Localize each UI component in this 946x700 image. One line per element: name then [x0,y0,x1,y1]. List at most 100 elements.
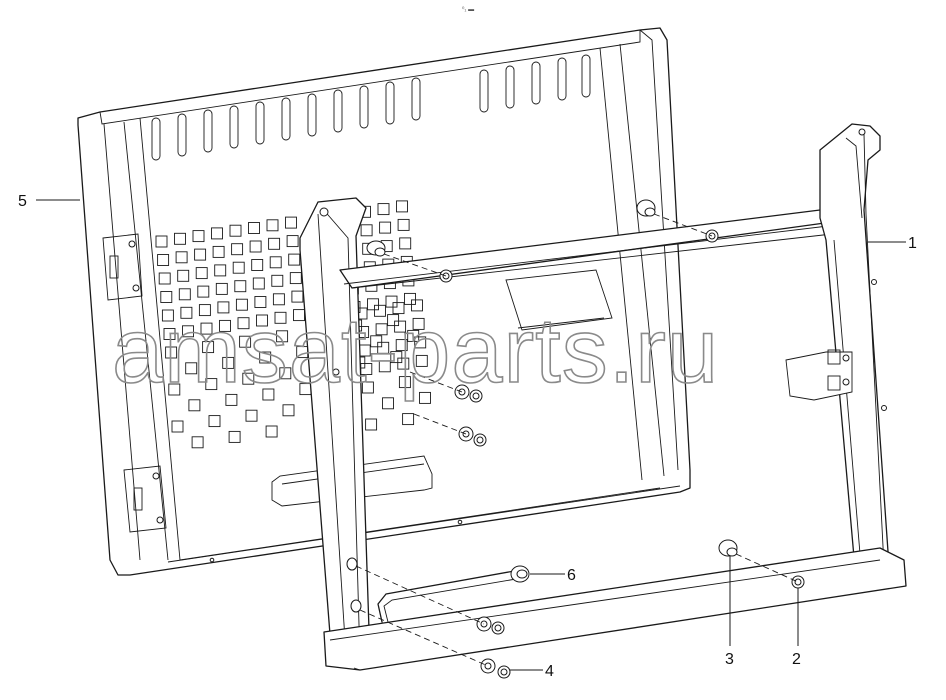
vent-square [415,354,428,367]
leader-lines [36,199,906,671]
vent-square [248,222,260,234]
vent-square [395,339,408,352]
vent-square [217,301,230,314]
vent-square [205,378,218,391]
vent-square [192,230,205,243]
vent-square [208,415,221,428]
vent-square [361,381,374,394]
vent-square [399,237,412,250]
rear-cover-panel [77,27,691,576]
vent-square [185,362,198,375]
vent-square [178,288,191,301]
vent-square [385,295,398,308]
vent-square [165,346,178,359]
vent-square [212,245,225,258]
vent-square [268,237,281,250]
vent-square [256,314,268,327]
vent-square [396,200,408,213]
vent-square [198,304,211,317]
vent-square [214,264,227,277]
vent-square [259,351,272,364]
vent-square [288,253,301,266]
vent-square [175,251,188,264]
vent-square [202,341,215,354]
vent-square [245,409,258,422]
vent-square [251,259,264,271]
vent-square [215,282,228,295]
vent-square [219,319,231,332]
fastener-studs [366,199,805,679]
corner-mark: ⁰₁ ▬ [462,6,474,13]
vent-square [266,219,279,232]
vent-square [285,216,297,229]
vent-square [289,272,302,285]
callout-3: 3 [725,651,734,668]
vent-square [404,292,416,305]
vent-square [225,393,238,406]
vent-square [160,291,173,303]
vent-square [171,420,184,433]
vent-square [234,280,247,293]
vent-square [231,243,244,256]
vent-square [365,418,378,431]
vent-square [180,306,193,319]
vent-square [377,341,390,354]
vent-square [370,335,383,348]
vent-square [398,376,411,389]
left-mounting-bracket-lower [123,465,167,533]
vent-square [254,296,267,308]
vent-square [197,285,210,298]
vent-square [235,298,248,311]
vent-square [232,261,245,274]
vent-square [182,325,194,338]
vent-square [157,254,170,266]
vent-square [397,357,410,370]
vent-square [188,399,201,412]
vent-square [222,356,235,369]
vent-square [194,248,207,261]
vent-square [419,391,431,404]
vent-square [379,221,392,234]
vent-square [161,309,174,322]
vent-square [276,330,289,343]
vent-square [174,232,186,245]
callout-1: 1 [908,235,917,252]
vent-square [282,404,295,417]
vent-square [387,314,400,327]
vent-square [229,224,242,237]
vent-square [272,293,285,306]
vent-square [411,299,423,312]
vent-square [252,277,265,290]
vent-square [402,413,415,426]
vent-square [158,272,171,285]
vent-square [237,317,250,330]
vent-square [228,430,241,443]
vent-square [271,274,284,287]
vent-square [378,360,391,373]
vent-square [249,240,262,253]
vent-square [211,227,223,240]
vent-square [382,397,394,410]
top-vent-slots [151,54,591,161]
vent-square [375,323,388,336]
vent-square [239,335,252,348]
vent-square [414,336,427,349]
vent-square [394,320,407,333]
left-mounting-bracket-upper [102,233,143,301]
vent-square [377,203,390,216]
vent-square [291,290,304,303]
vent-square [390,351,403,364]
front-frame [299,123,907,671]
watermark: amsat-parts.ru [112,300,719,402]
vent-square [279,367,292,380]
vent-square [397,218,410,231]
vent-square [374,304,386,317]
vent-square [168,383,181,396]
vent-square [177,269,190,282]
vent-square [200,322,213,335]
vent-square [191,436,204,449]
assembly-axis-lines [355,213,799,667]
square-vent-grid [155,200,431,449]
callout-4: 4 [545,663,554,680]
